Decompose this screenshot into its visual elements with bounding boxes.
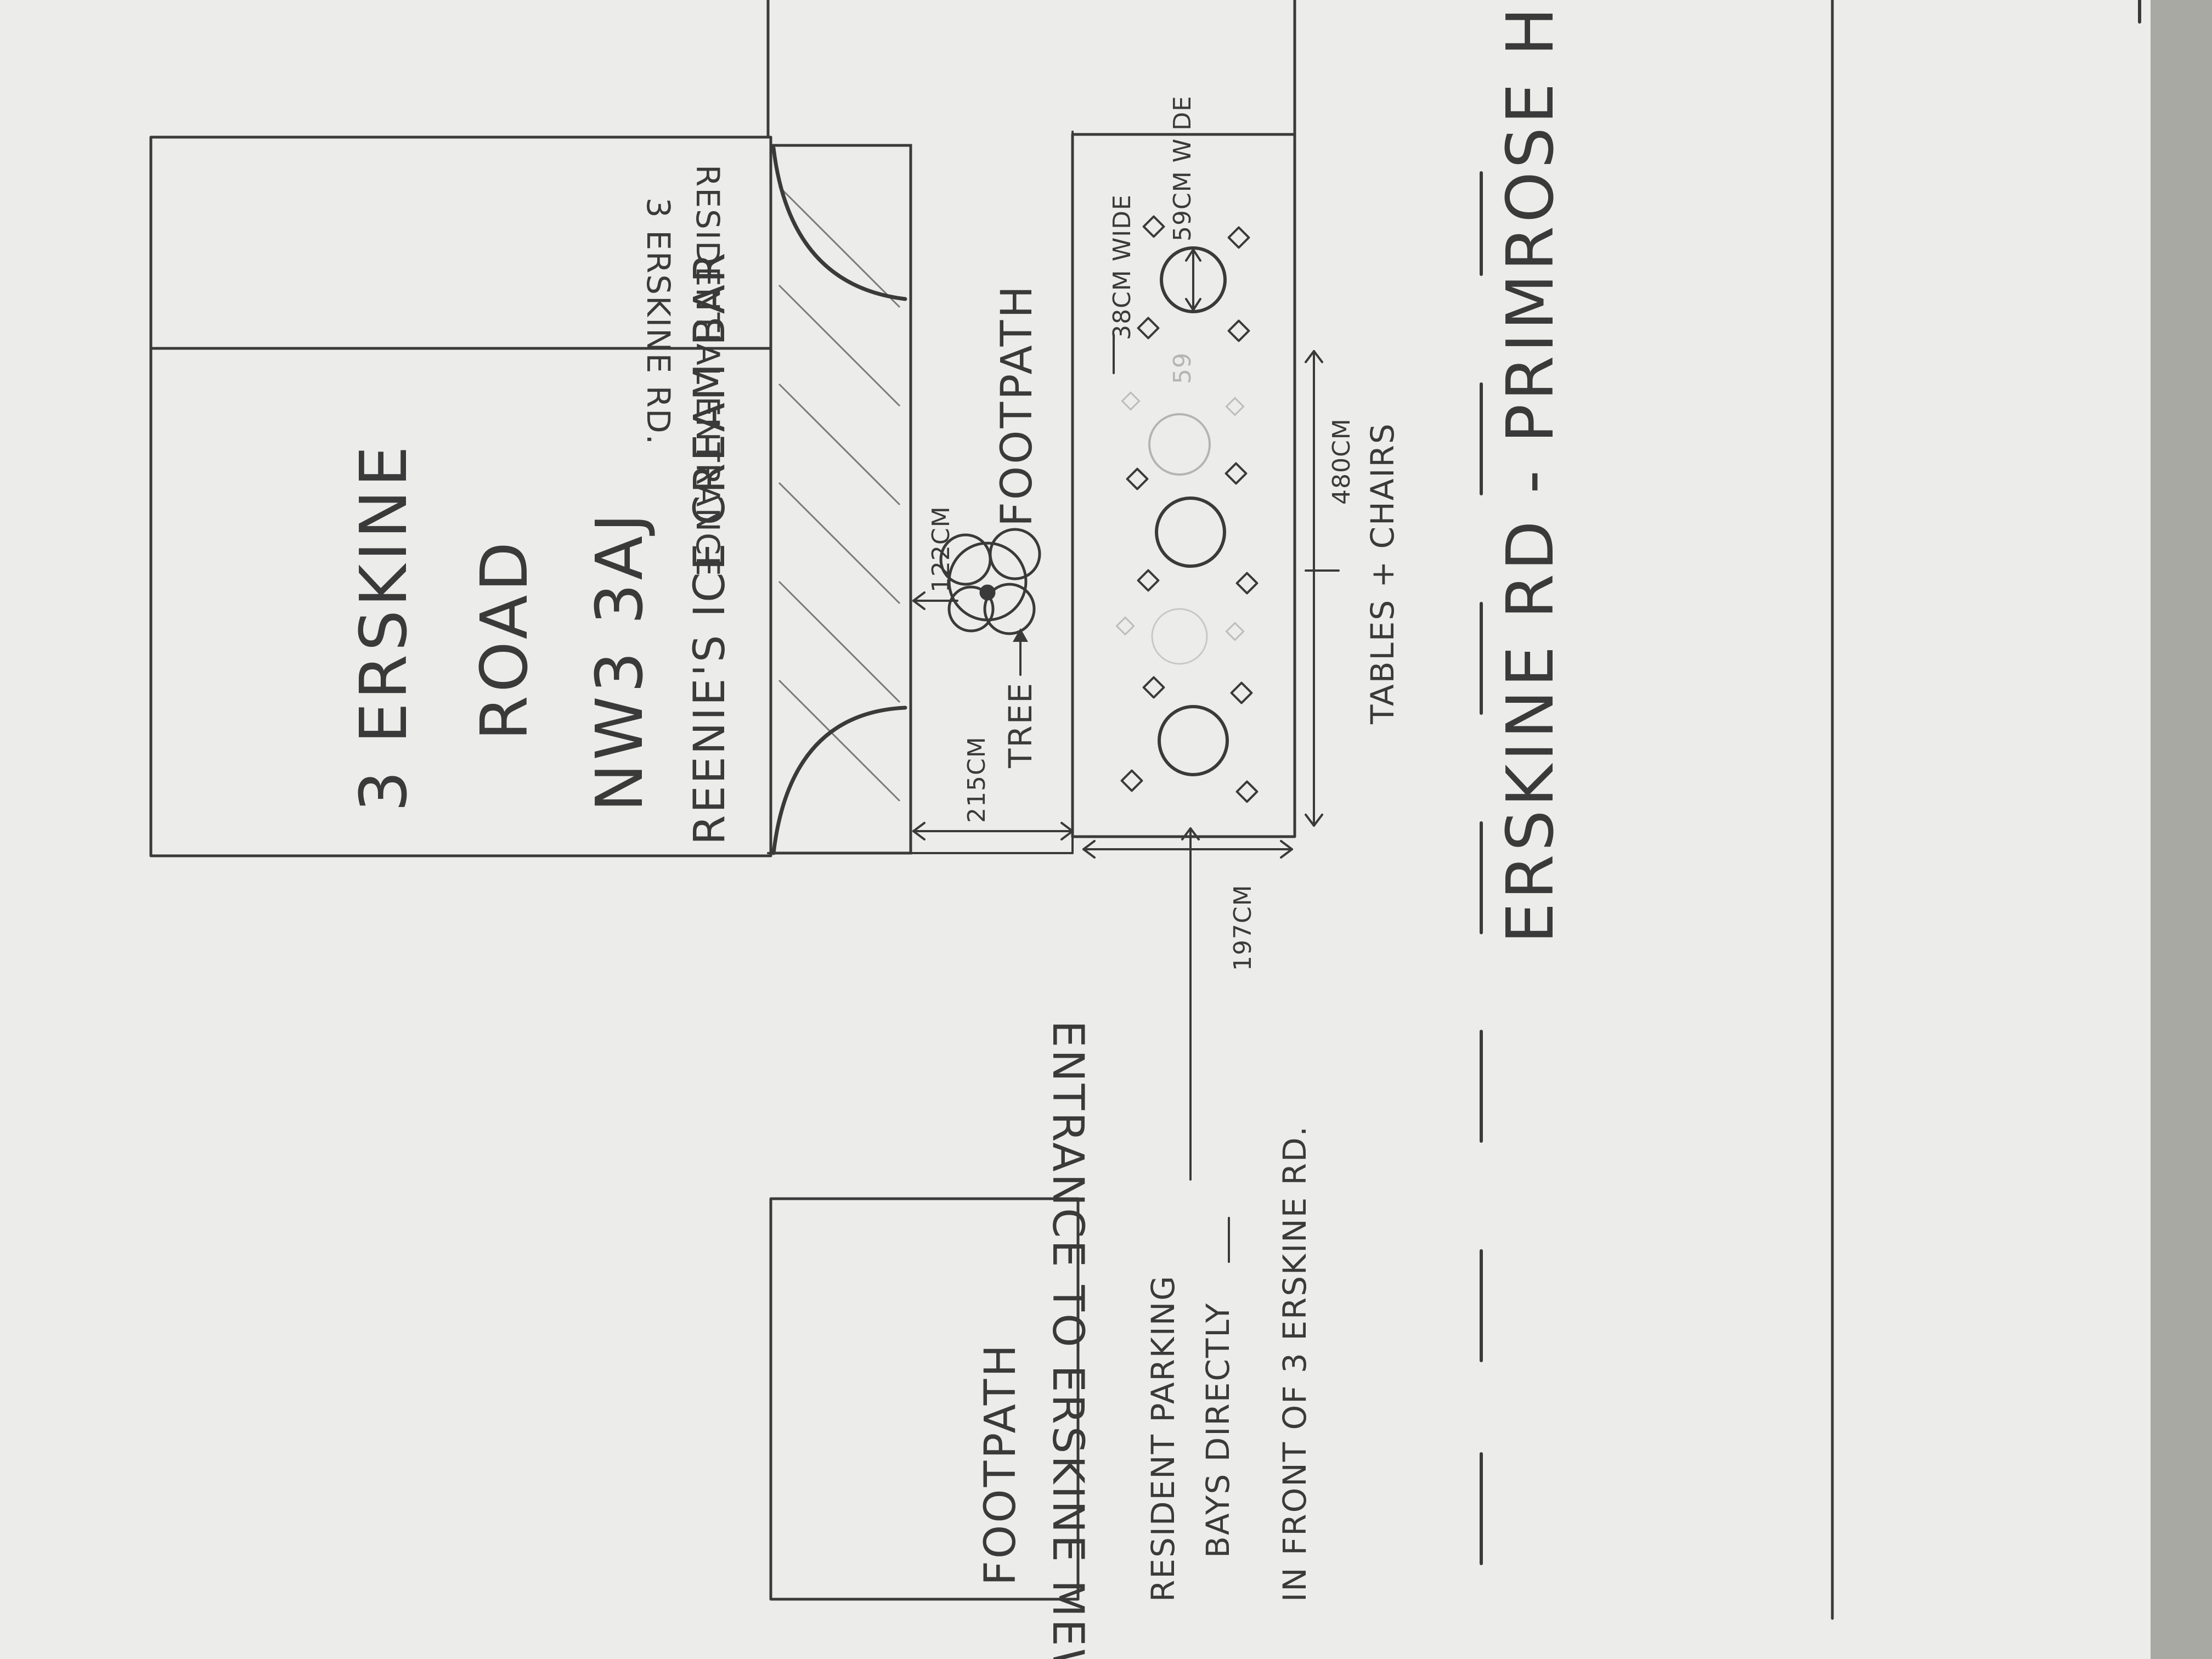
table-1 — [1158, 705, 1229, 776]
residential-entrance-line-2: 3 ERSKINE RD. — [640, 198, 677, 445]
parking-line-2: BAYS DIRECTLY — [1199, 1302, 1237, 1558]
address-line-3: NW3 3AJ — [582, 510, 657, 812]
footpath-label-upper: FOOTPATH — [992, 284, 1042, 527]
chair — [1126, 467, 1149, 490]
chair — [1120, 769, 1143, 792]
chair — [1227, 226, 1250, 249]
footpath-box-lower — [769, 1197, 1080, 1601]
chair — [1142, 215, 1165, 238]
shop-name: REENIE'S ICE CREAM BAR — [685, 251, 735, 845]
parking-line-1: RESIDENT PARKING — [1144, 1275, 1182, 1602]
chairs — [1120, 215, 1259, 803]
table-3 — [1160, 246, 1227, 313]
chair — [1137, 569, 1160, 592]
street-lines — [1480, 0, 2141, 1620]
chair — [1235, 572, 1259, 595]
dim-seating-length: 480CM — [1328, 418, 1356, 505]
tables — [1148, 246, 1229, 776]
chair — [1137, 317, 1160, 340]
paper-sheet — [0, 0, 2151, 1659]
dim-faint-table: 59 — [1169, 352, 1197, 384]
paper-shadow — [2151, 0, 2212, 1659]
chairs-faint — [1115, 391, 1245, 641]
chair — [1224, 462, 1248, 485]
table-faint-2 — [1151, 608, 1208, 665]
tree-label: TREE — [1002, 682, 1039, 769]
mews-entrance-label: ENTRANCE TO ERSKINE MEWS — [1043, 1020, 1092, 1659]
dim-chair-width: 38CM WIDE — [1108, 194, 1136, 340]
parking-line-3: IN FRONT OF 3 ERSKINE RD. — [1276, 1125, 1313, 1602]
dimension-arrows — [912, 249, 1340, 1263]
chair — [1235, 780, 1259, 803]
door-swing-top — [771, 146, 907, 301]
dim-seating-depth: 197CM — [1229, 884, 1257, 971]
table-2 — [1155, 496, 1226, 568]
address-line-2: ROAD — [466, 539, 542, 741]
chair — [1230, 681, 1253, 704]
chair — [1142, 676, 1165, 699]
footpath-label-lower: FOOTPATH — [976, 1342, 1025, 1585]
parking-label: RESIDENT PARKING BAYS DIRECTLY IN FRONT … — [1144, 1125, 1313, 1602]
residential-entrance-label: RESIDENTIAL ENTRANCE 3 ERSKINE RD. — [640, 165, 726, 577]
door-swing-bottom — [771, 706, 907, 855]
table-faint — [1148, 413, 1211, 476]
dim-footpath-width: 215CM — [963, 736, 991, 823]
dim-tree-offset: 122CM — [927, 506, 955, 592]
dim-table-width: 59CM WIDE — [1169, 95, 1197, 241]
tables-chairs-label: TABLES + CHAIRS — [1364, 422, 1401, 725]
tree-symbol — [939, 528, 1041, 676]
street-label: ERSKINE RD - PRIMROSE HILL — [1492, 0, 1568, 944]
residential-entrance-line-1: RESIDENTIAL ENTRANCE — [689, 165, 726, 577]
chair — [1227, 319, 1250, 342]
address-line-1: 3 ERSKINE — [346, 443, 421, 812]
address-label: 3 ERSKINE ROAD NW3 3AJ — [346, 443, 657, 812]
